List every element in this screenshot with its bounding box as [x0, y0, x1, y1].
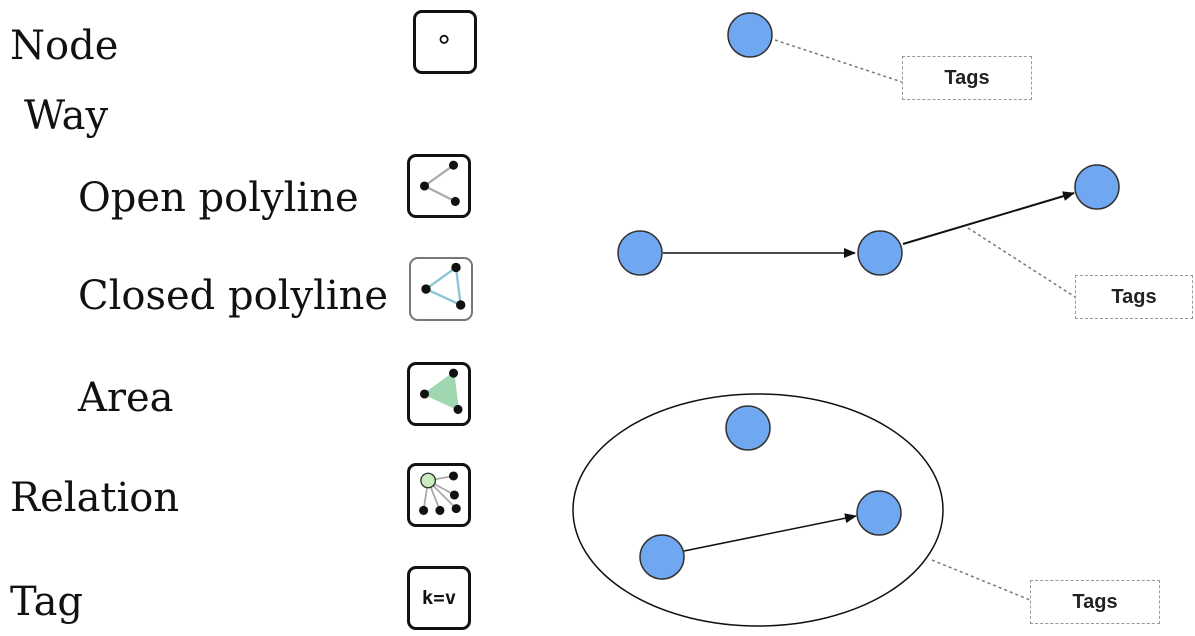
- relation-icon: [407, 463, 471, 527]
- way-node-start: [617, 230, 663, 276]
- legend-closed-polyline-label: Closed polyline: [78, 273, 389, 319]
- legend-area-label: Area: [78, 375, 174, 421]
- relation-boundary: [572, 393, 944, 627]
- way-tags-box: Tags: [1075, 275, 1193, 319]
- way-node-middle: [857, 230, 903, 276]
- area-icon: [407, 362, 471, 426]
- relation-tags-box: Tags: [1030, 580, 1160, 624]
- relation-way-node-start: [639, 534, 685, 580]
- node-icon: [413, 10, 477, 74]
- way-tag-connector: [967, 227, 1076, 298]
- relation-tag-connector: [931, 559, 1031, 601]
- way-segment-2: [902, 191, 1075, 245]
- relation-way-segment: [683, 513, 857, 552]
- relation-member-node: [725, 405, 771, 451]
- example-node: [727, 12, 773, 58]
- tag-icon: k=v: [407, 566, 471, 630]
- legend-node-label: Node: [10, 23, 119, 69]
- tag-icon-text: k=v: [421, 587, 457, 609]
- legend-relation-label: Relation: [10, 475, 180, 521]
- closed-polyline-icon: [409, 257, 473, 321]
- node-tags-box: Tags: [902, 56, 1032, 100]
- legend-open-polyline-label: Open polyline: [78, 175, 359, 221]
- legend-tag-label: Tag: [10, 579, 84, 625]
- relation-way-node-end: [856, 490, 902, 536]
- legend-way-label: Way: [24, 93, 109, 139]
- way-node-end: [1074, 164, 1120, 210]
- node-tag-connector: [774, 39, 903, 83]
- open-polyline-icon: [407, 154, 471, 218]
